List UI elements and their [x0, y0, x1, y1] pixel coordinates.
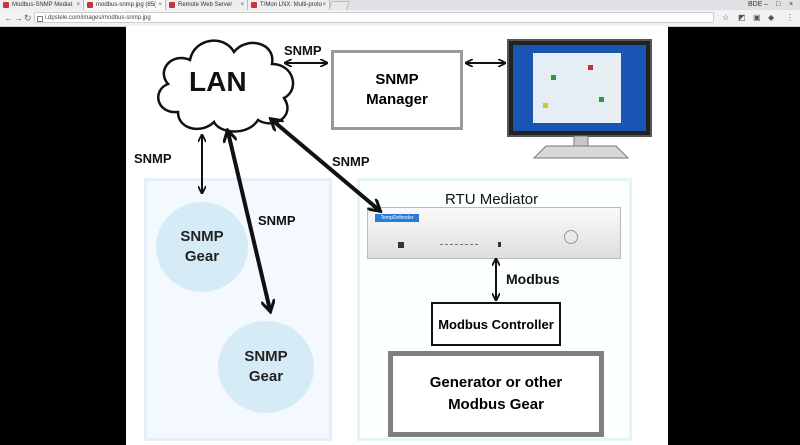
map-site-marker	[588, 65, 593, 70]
tab-close-icon[interactable]: ×	[322, 2, 326, 8]
browser-tab-3[interactable]: Remote Web Server ×	[166, 0, 248, 10]
rtu-port-icon	[398, 242, 404, 248]
snmp-manager-line1: SNMP	[375, 71, 419, 88]
minimize-icon[interactable]: –	[764, 1, 768, 8]
tab-close-icon[interactable]: ×	[240, 2, 244, 8]
diagram-image: LAN SNMP Manager RTU Mediator TempDefend…	[126, 26, 668, 445]
gear1-line1: SNMP	[180, 228, 224, 245]
generator-line1: Generator or other	[429, 374, 563, 391]
rtu-brand-label: TempDefender	[375, 214, 419, 222]
extension-puzzle-icon[interactable]: ◆	[768, 13, 775, 22]
generator-line2: Modbus Gear	[448, 396, 544, 413]
rtu-mediator-label: RTU Mediator	[445, 191, 539, 208]
tab-favicon-icon	[169, 2, 175, 8]
browser-tab-1[interactable]: Modbus-SNMP Mediat ×	[0, 0, 84, 10]
browser-tab-4[interactable]: T/Mon LNX: Multi-proto ×	[248, 0, 330, 10]
tab-favicon-icon	[3, 2, 9, 8]
snmp-lan-manager-label: SNMP	[284, 43, 322, 58]
snmp-gear-circle-2: SNMP Gear	[218, 321, 314, 413]
lan-to-rtu-arrow	[272, 120, 379, 210]
lan-label: LAN	[189, 66, 247, 97]
tab-title: Remote Web Server	[178, 2, 233, 8]
snmp-lan-gear2-label: SNMP	[258, 213, 296, 228]
snmp-manager-box: SNMP Manager	[331, 50, 463, 130]
tab-title: Modbus-SNMP Mediat	[12, 2, 73, 8]
rtu-mediator-device-image: TempDefender	[367, 207, 621, 259]
back-icon[interactable]: ←	[4, 13, 13, 23]
modbus-controller-box: Modbus Controller	[431, 302, 561, 346]
tab-title: T/Mon LNX: Multi-proto	[260, 2, 323, 8]
monitor-stand-icon	[532, 136, 630, 159]
translate-icon[interactable]: ▣	[753, 13, 761, 22]
monitor-screen-image	[507, 39, 652, 137]
address-bar[interactable]: i.dpstele.com/images/modbus-snmp.jpg	[34, 12, 714, 23]
alaska-map-icon	[533, 53, 621, 123]
modbus-label: Modbus	[506, 271, 560, 287]
gear1-line2: Gear	[184, 248, 220, 265]
menu-dots-icon[interactable]: ⋮	[786, 13, 794, 22]
gear2-line1: SNMP	[244, 348, 288, 365]
rtu-led-icon	[498, 242, 501, 247]
map-site-marker	[551, 75, 556, 80]
close-window-icon[interactable]: ×	[789, 1, 794, 8]
tab-close-icon[interactable]: ×	[158, 2, 162, 8]
address-url: i.dpstele.com/images/modbus-snmp.jpg	[45, 15, 151, 21]
snmp-lan-gear-label: SNMP	[134, 151, 172, 166]
snmp-manager-line2: Manager	[366, 91, 428, 108]
bookmark-star-icon[interactable]: ☆	[722, 13, 730, 22]
rtu-vent-icon	[440, 244, 478, 248]
modbus-controller-label: Modbus Controller	[438, 316, 554, 332]
browser-tab-bar: Modbus-SNMP Mediat × modbus-snmp.jpg (85…	[0, 0, 800, 10]
profile-label[interactable]: BDE	[748, 1, 763, 8]
tab-favicon-icon	[251, 2, 257, 8]
snmp-gear-circle-1: SNMP Gear	[156, 202, 248, 292]
extension-icon[interactable]: ◩	[738, 13, 746, 22]
tab-favicon-icon	[87, 2, 93, 8]
browser-tab-2[interactable]: modbus-snmp.jpg (85( ×	[84, 0, 166, 10]
reload-icon[interactable]: ↻	[24, 13, 32, 23]
connection-arrows	[126, 26, 668, 445]
map-site-marker	[599, 97, 604, 102]
map-site-marker	[543, 103, 548, 108]
tab-close-icon[interactable]: ×	[76, 2, 80, 8]
snmp-lan-rtu-label: SNMP	[332, 154, 370, 169]
lan-to-gear2-arrow	[228, 132, 270, 310]
generator-box: Generator or other Modbus Gear	[388, 351, 604, 437]
site-info-icon[interactable]	[37, 16, 43, 22]
tab-title: modbus-snmp.jpg (85(	[96, 2, 157, 8]
rtu-connector-icon	[564, 230, 578, 244]
new-tab-button[interactable]	[328, 1, 350, 10]
forward-icon[interactable]: →	[14, 13, 23, 23]
browser-toolbar: ← → ↻ i.dpstele.com/images/modbus-snmp.j…	[0, 10, 800, 27]
maximize-icon[interactable]: □	[776, 1, 781, 8]
gear2-line2: Gear	[248, 368, 284, 385]
